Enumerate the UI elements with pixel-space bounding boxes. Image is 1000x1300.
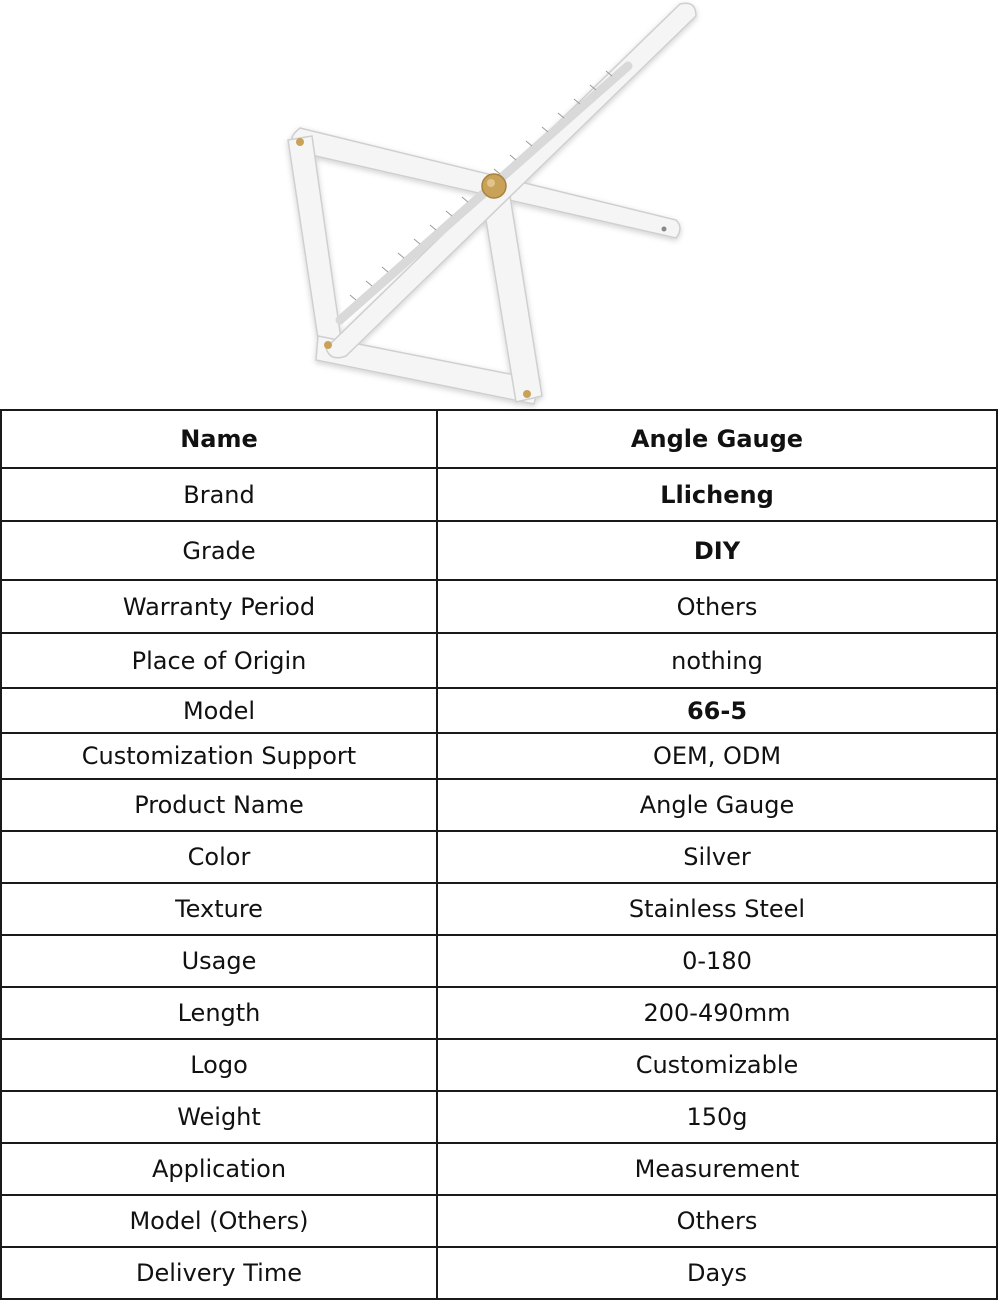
- spec-value: Others: [436, 1194, 998, 1248]
- spec-value: Silver: [436, 830, 998, 884]
- angle-gauge-tool-icon: [287, 2, 697, 405]
- spec-label: Place of Origin: [0, 632, 438, 689]
- spec-label: Color: [0, 830, 438, 884]
- table-row: Weight 150g: [0, 1090, 998, 1144]
- table-row: Grade DIY: [0, 520, 998, 581]
- table-row: Warranty Period Others: [0, 579, 998, 634]
- spec-label: Model (Others): [0, 1194, 438, 1248]
- spec-value: OEM, ODM: [436, 732, 998, 780]
- spec-label: Warranty Period: [0, 579, 438, 634]
- spec-label: Product Name: [0, 778, 438, 832]
- spec-value: 200-490mm: [436, 986, 998, 1040]
- spec-label: Model: [0, 687, 438, 734]
- table-row: Model (Others) Others: [0, 1194, 998, 1248]
- table-row: Place of Origin nothing: [0, 632, 998, 689]
- spec-value: Llicheng: [436, 467, 998, 522]
- spec-header-row: Name Angle Gauge: [0, 409, 998, 469]
- table-row: Logo Customizable: [0, 1038, 998, 1092]
- table-row: Application Measurement: [0, 1142, 998, 1196]
- spec-header-value: Angle Gauge: [436, 409, 998, 469]
- spec-value: 0-180: [436, 934, 998, 988]
- spec-label: Application: [0, 1142, 438, 1196]
- spec-label: Grade: [0, 520, 438, 581]
- spec-value: nothing: [436, 632, 998, 689]
- table-row: Product Name Angle Gauge: [0, 778, 998, 832]
- table-row: Model 66-5: [0, 687, 998, 734]
- spec-value: Days: [436, 1246, 998, 1300]
- spec-label: Logo: [0, 1038, 438, 1092]
- table-row: Usage 0-180: [0, 934, 998, 988]
- spec-label: Length: [0, 986, 438, 1040]
- spec-value: Angle Gauge: [436, 778, 998, 832]
- spec-label: Customization Support: [0, 732, 438, 780]
- spec-label: Usage: [0, 934, 438, 988]
- table-row: Brand Llicheng: [0, 467, 998, 522]
- table-row: Texture Stainless Steel: [0, 882, 998, 936]
- spec-header-label: Name: [0, 409, 438, 469]
- spec-label: Delivery Time: [0, 1246, 438, 1300]
- table-row: Customization Support OEM, ODM: [0, 732, 998, 780]
- spec-value: DIY: [436, 520, 998, 581]
- spec-value: Others: [436, 579, 998, 634]
- spec-label: Brand: [0, 467, 438, 522]
- spec-value: Stainless Steel: [436, 882, 998, 936]
- spec-table: Name Angle Gauge Brand Llicheng Grade DI…: [0, 409, 998, 1300]
- spec-value: 150g: [436, 1090, 998, 1144]
- spec-label: Texture: [0, 882, 438, 936]
- spec-value: 66-5: [436, 687, 998, 734]
- table-row: Length 200-490mm: [0, 986, 998, 1040]
- spec-label: Weight: [0, 1090, 438, 1144]
- table-row: Color Silver: [0, 830, 998, 884]
- table-row: Delivery Time Days: [0, 1246, 998, 1300]
- spec-value: Measurement: [436, 1142, 998, 1196]
- spec-value: Customizable: [436, 1038, 998, 1092]
